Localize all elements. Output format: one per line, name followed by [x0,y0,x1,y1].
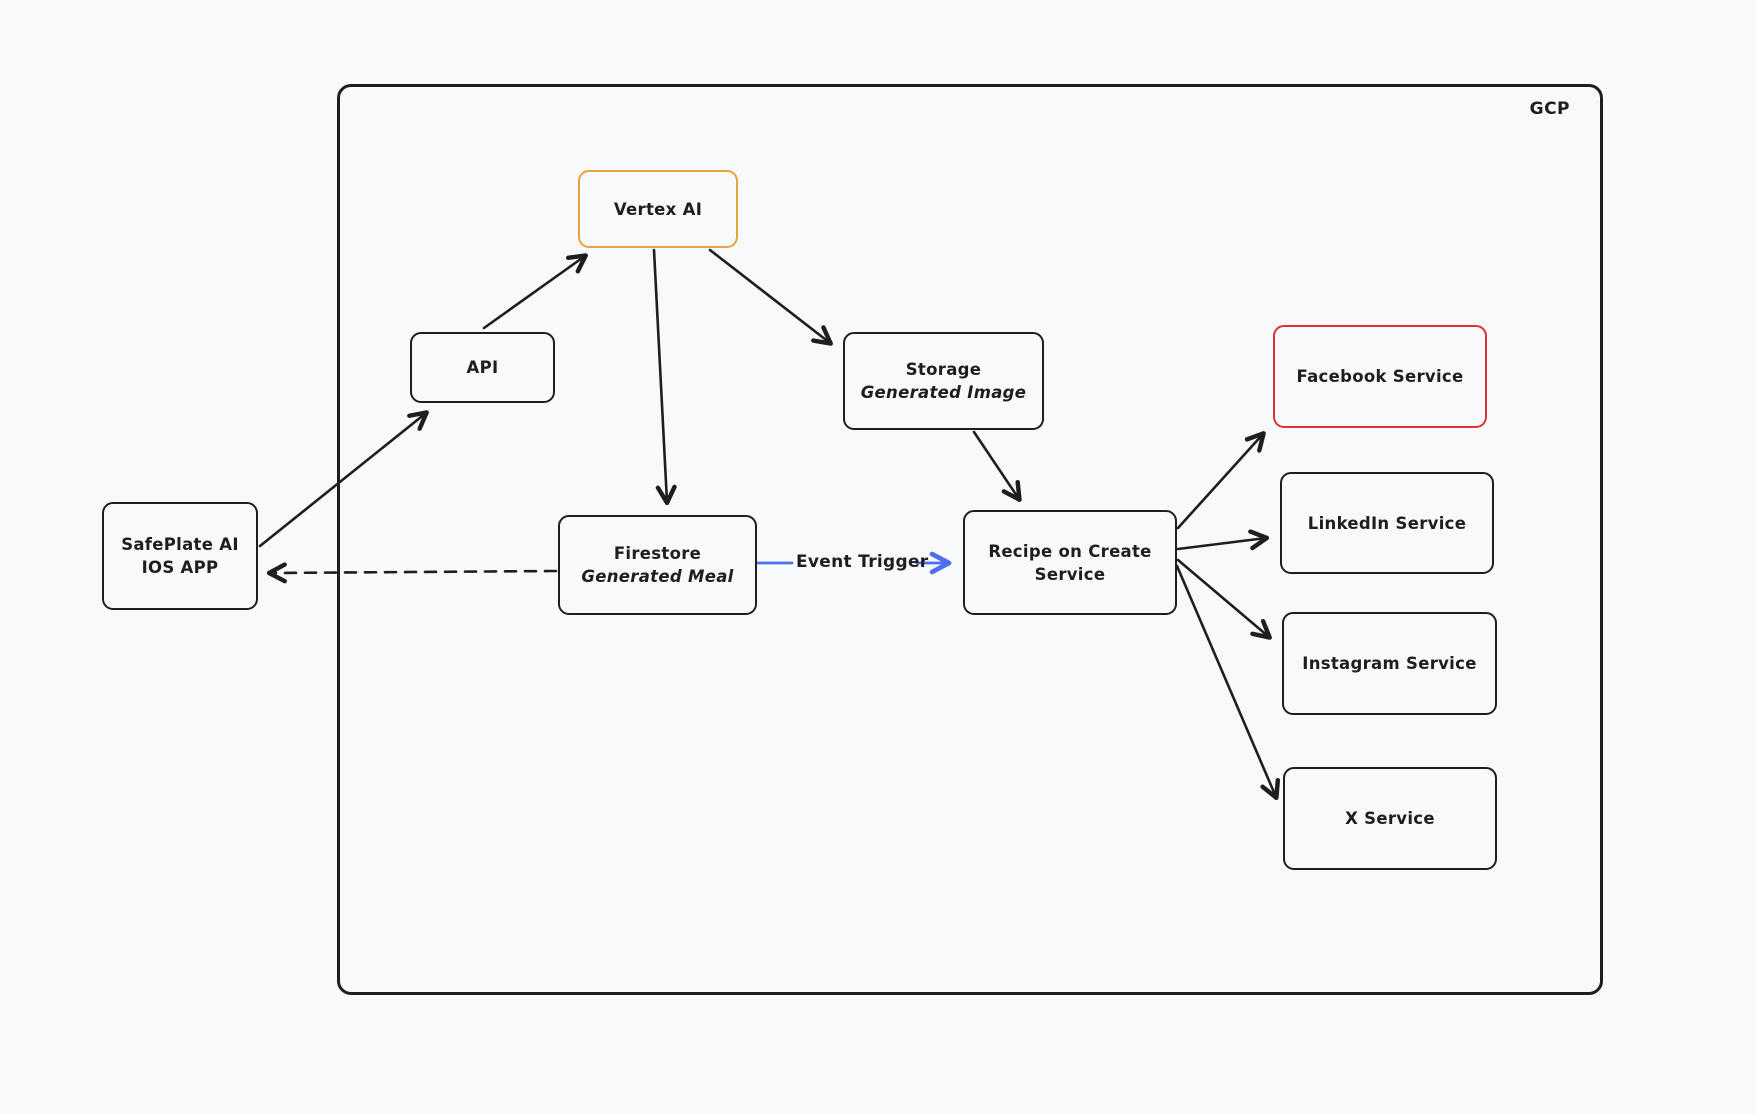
node-instagram-service[interactable]: Instagram Service [1282,612,1497,715]
node-vertex-ai[interactable]: Vertex AI [578,170,738,248]
arrow-safeplate-to-api [258,410,429,548]
gcp-frame-label: GCP [1529,99,1570,119]
node-facebook-service[interactable]: Facebook Service [1273,325,1487,428]
node-storage[interactable]: Storage Generated Image [843,332,1044,430]
node-firestore-subtitle: Generated Meal [581,567,734,586]
node-api[interactable]: API [410,332,555,403]
arrow-vertex-ai-to-firestore [652,248,677,506]
node-safeplate-line2: IOS APP [141,558,219,577]
node-x-service[interactable]: X Service [1283,767,1497,870]
gcp-frame[interactable]: GCP [337,84,1603,995]
arrow-storage-to-recipe [972,430,1022,502]
node-recipe-on-create-service[interactable]: Recipe on Create Service [963,510,1177,615]
node-safeplate-line1: SafePlate AI [121,535,239,554]
node-recipe-line2: Service [1034,564,1106,584]
node-storage-subtitle: Generated Image [860,383,1027,402]
node-linkedin-label: LinkedIn Service [1307,513,1467,533]
arrow-recipe-to-instagram [1176,558,1272,640]
node-firestore[interactable]: Firestore Generated Meal [558,515,757,615]
node-safeplate-ios-app[interactable]: SafePlate AI IOS APP [102,502,258,610]
node-storage-title: Storage [905,360,982,379]
node-linkedin-service[interactable]: LinkedIn Service [1280,472,1494,574]
arrow-firestore-to-safeplate [266,562,558,584]
node-instagram-label: Instagram Service [1302,654,1477,673]
node-vertex-ai-label: Vertex AI [613,199,703,219]
node-x-label: X Service [1345,809,1435,828]
node-firestore-title: Firestore [613,544,702,563]
node-facebook-label: Facebook Service [1296,367,1464,386]
arrow-recipe-to-x [1175,564,1281,801]
node-recipe-line1: Recipe on Create [988,541,1152,561]
event-trigger-label: Event Trigger [796,552,929,572]
arrow-vertex-ai-to-storage [708,248,833,346]
arrow-recipe-to-facebook [1176,431,1266,530]
arrow-api-to-vertex-ai [482,253,588,330]
arrow-recipe-to-linkedin [1176,529,1270,551]
node-api-label: API [466,358,499,377]
